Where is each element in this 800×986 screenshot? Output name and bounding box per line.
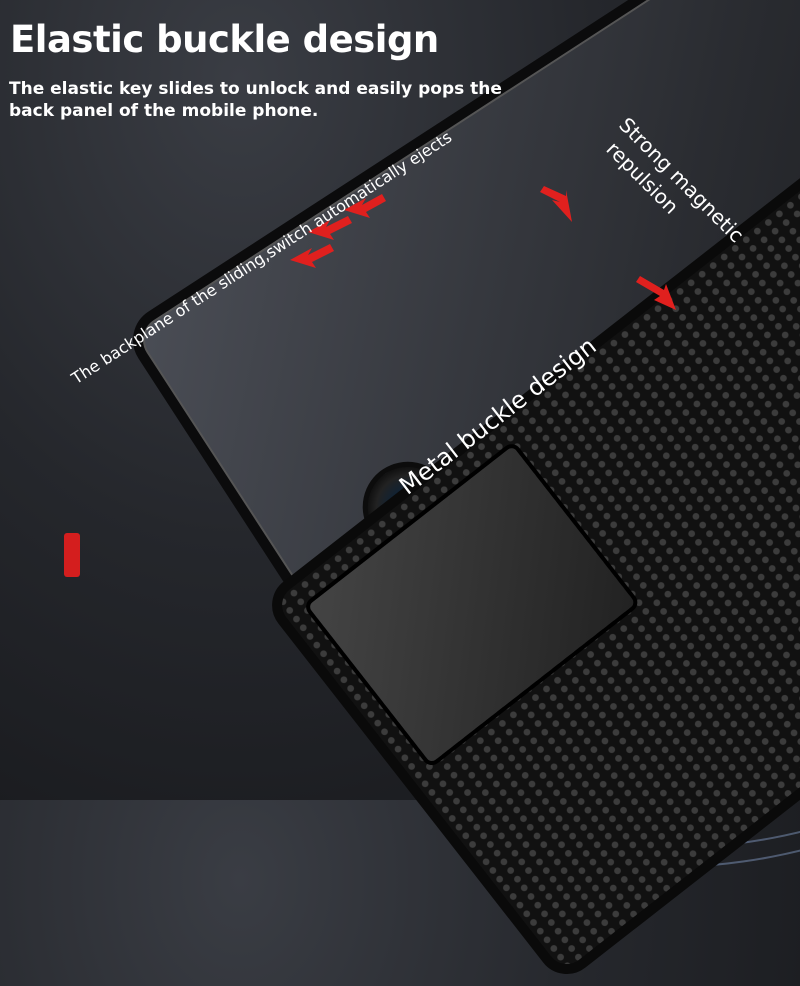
page-title: Elastic buckle design [10, 18, 439, 61]
red-arrow-icon [308, 216, 352, 240]
slider-switch [64, 533, 80, 577]
red-arrow-icon [636, 276, 676, 310]
subtitle: The elastic key slides to unlock and eas… [9, 79, 502, 121]
red-arrow-icon [344, 194, 386, 218]
arrows-layer [290, 186, 676, 310]
red-arrow-icon [290, 244, 334, 268]
red-arrow-icon [540, 186, 572, 222]
